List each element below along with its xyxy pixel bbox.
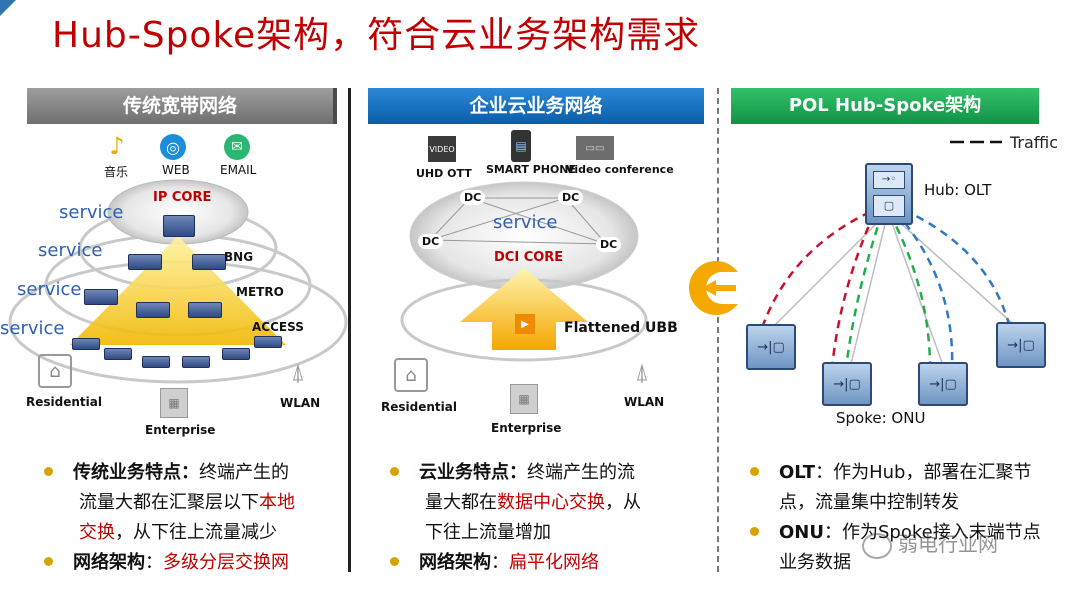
icon-label-uhd-ott: UHD OTT [416,167,472,180]
bullet-dot [44,466,53,476]
column-divider-dashed [717,88,719,572]
service-label-cloud: service [493,212,558,233]
service-label-2: service [38,240,103,261]
traffic-blue-1 [895,211,954,369]
wechat-logo-icon [862,532,892,559]
web-globe-icon: ◎ [160,134,186,160]
header-pol-hub-spoke: POL Hub-Spoke架构 [731,88,1039,124]
icon-label-music: 音乐 [104,165,129,179]
olt-board-icon: ▢ [873,195,905,217]
layer-label-metro: METRO [236,285,284,299]
icon-label-smart-phone: SMART PHONE [486,163,577,176]
col1-bullets: 传统业务特点：终端产生的 流量大都在汇聚层以下本地 交换，从下往上流量减少 网络… [44,458,344,578]
col2-bullet-1: 云业务特点：终端产生的流 [390,458,710,488]
endpoint-residential: Residential [26,395,102,409]
traffic-green-1 [844,213,884,369]
spoke-label: Spoke: ONU [836,409,926,427]
bullet-dot [44,556,53,566]
bng-device-icon [128,254,162,270]
access-device-icon [72,338,100,350]
col3-bullet-1: OLT：作为Hub，部署在汇聚节 [750,458,1070,488]
col2-bullet-2: 网络架构：扁平化网络 [390,548,710,578]
icon-label-web: WEB [162,163,190,177]
access-device-icon [182,356,210,368]
access-device-icon [142,356,170,368]
core-router-icon [163,215,195,237]
traffic-green-2 [888,213,932,369]
watermark: 弱电行业网 [862,528,998,559]
onu-spoke-device: →|▢ [746,324,796,370]
icon-label-email: EMAIL [220,163,257,177]
dc-node: DC [418,234,444,249]
wlan-tower-icon: ⍋ [634,358,650,386]
bullet-dot [390,556,399,566]
endpoint-wlan: WLAN [624,395,665,409]
smartphone-icon: ▤ [511,130,531,162]
video-clapper-icon: VIDEO [428,136,456,162]
dci-core-label: DCI CORE [494,250,564,265]
column-divider [348,88,351,572]
col2-bullets: 云业务特点：终端产生的流 量大都在数据中心交换，从 下往上流量增加 网络架构：扁… [390,458,710,578]
residential-house-icon: ⌂ [38,354,72,388]
ip-core-label: IP CORE [153,190,212,205]
onu-spoke-device: →|▢ [996,322,1046,368]
layer-label-bng: BNG [224,250,254,264]
traffic-pyramid [70,236,286,345]
corner-accent [0,0,16,16]
layer-label-access: ACCESS [252,320,304,334]
hub-label: Hub: OLT [924,181,992,199]
service-label-3: service [17,279,82,300]
legend-traffic: Traffic [1010,133,1059,152]
upward-traffic-arrow [460,268,588,350]
metro-device-icon [136,302,170,318]
endpoint-wlan: WLAN [280,396,321,410]
onu-spoke-device: →|▢ [822,362,872,406]
video-conference-icon: ▭▭ [576,136,614,160]
col1-bullet-1: 传统业务特点：终端产生的 [44,458,344,488]
traffic-blue-2 [903,208,1012,329]
bng-device-icon [192,254,226,270]
endpoint-enterprise: Enterprise [145,423,216,437]
access-device-icon [254,336,282,348]
page-title: Hub-Spoke架构，符合云业务架构需求 [52,15,701,56]
olt-device-icon: ▶ [515,314,535,334]
bullet-dot [390,466,399,476]
metro-device-icon [84,289,118,305]
metro-device-icon [188,302,222,318]
olt-port-icon: →◦ [873,171,905,189]
bullet-dot [750,466,759,476]
wlan-tower-icon: ⍋ [290,358,306,386]
dc-node: DC [460,190,486,205]
flattened-ubb-label: Flattened UBB [564,320,678,336]
traffic-red-1 [760,210,871,329]
email-icon: ✉ [224,134,250,160]
traffic-red-2 [830,213,876,369]
col1-bullet-2: 网络架构：多级分层交换网 [44,548,344,578]
header-traditional: 传统宽带网络 [27,88,337,124]
endpoint-enterprise: Enterprise [491,421,562,435]
music-icon: ♪ [109,132,125,160]
endpoint-residential: Residential [381,400,457,414]
bullet-dot [750,526,759,536]
enterprise-building-icon: ▦ [160,388,188,418]
onu-spoke-device: →|▢ [918,362,968,406]
icon-label-video-conference: Video conference [566,163,674,176]
dc-node: DC [558,190,584,205]
service-label-4: service [0,318,65,339]
residential-house-icon: ⌂ [394,358,428,392]
col3-bullets: OLT：作为Hub，部署在汇聚节 点，流量集中控制转发 ONU：作为Spoke接… [750,458,1070,578]
dc-node: DC [596,237,622,252]
access-device-icon [104,348,132,360]
enterprise-building-icon: ▦ [510,384,538,414]
service-label-1: service [59,202,124,223]
header-enterprise-cloud: 企业云业务网络 [368,88,704,124]
olt-hub-device: →◦ ▢ [865,163,913,225]
access-device-icon [222,348,250,360]
